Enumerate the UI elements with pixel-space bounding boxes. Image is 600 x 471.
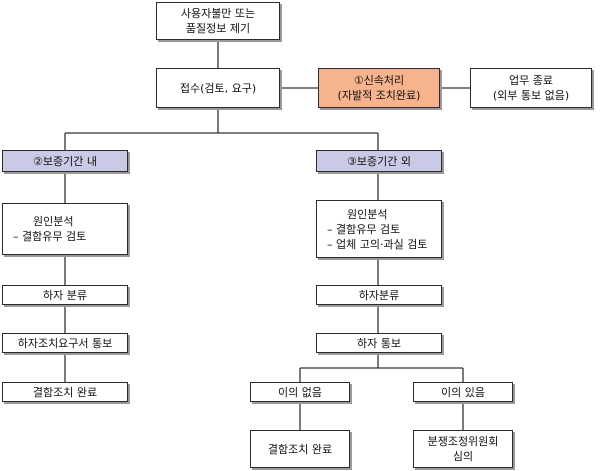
within-defect-classify-label: 하자 분류 bbox=[43, 288, 87, 302]
task-end-line1: 업무 종료 bbox=[509, 74, 553, 87]
objection-label: 이의 있음 bbox=[441, 385, 485, 399]
task-end-line2: (외부 통보 없음) bbox=[492, 89, 570, 102]
within-defect-notice-label: 하자조치요구서 통보 bbox=[17, 336, 113, 350]
outside-cause-analysis-item2: – 업체 고의·과실 검토 bbox=[327, 237, 428, 251]
outside-defect-notice-label: 하자 통보 bbox=[357, 336, 401, 350]
outside-cause-analysis-item1: – 결함유무 검토 bbox=[327, 222, 401, 236]
quick-processing-line1: ①신속처리 bbox=[353, 74, 405, 87]
dispute-committee-box: 분쟁조정위원회 심의 bbox=[413, 430, 513, 468]
outside-cause-analysis-box: 원인분석 – 결함유무 검토 – 업체 고의·과실 검토 bbox=[316, 200, 442, 258]
task-end-box: 업무 종료 (외부 통보 없음) bbox=[470, 68, 592, 108]
within-cause-analysis-box: 원인분석 – 결함유무 검토 bbox=[2, 203, 128, 255]
complaint-line1: 사용자불만 또는 bbox=[180, 7, 256, 20]
no-objection-label: 이의 없음 bbox=[278, 385, 322, 399]
complaint-box: 사용자불만 또는 품질정보 제기 bbox=[156, 2, 280, 40]
within-defect-classify-box: 하자 분류 bbox=[2, 285, 128, 305]
within-defect-notice-box: 하자조치요구서 통보 bbox=[2, 333, 128, 353]
outside-fix-complete-label: 결함조치 완료 bbox=[267, 442, 333, 456]
within-warranty-header: ②보증기간 내 bbox=[2, 150, 128, 172]
outside-warranty-header: ③보증기간 외 bbox=[316, 150, 442, 172]
quick-processing-line2: (자발적 조치완료) bbox=[337, 89, 421, 102]
outside-defect-classify-label: 하자분류 bbox=[358, 288, 400, 302]
quick-processing-box: ①신속처리 (자발적 조치완료) bbox=[318, 68, 440, 108]
complaint-line2: 품질정보 제기 bbox=[185, 22, 251, 35]
within-fix-complete-label: 결함조치 완료 bbox=[32, 385, 98, 399]
receipt-label: 접수(검토, 요구) bbox=[179, 81, 257, 95]
outside-warranty-label: ③보증기간 외 bbox=[347, 154, 411, 168]
outside-defect-classify-box: 하자분류 bbox=[316, 285, 442, 305]
dispute-committee-line2: 심의 bbox=[452, 450, 474, 463]
receipt-box: 접수(검토, 요구) bbox=[156, 68, 280, 108]
outside-fix-complete-box: 결함조치 완료 bbox=[250, 430, 350, 468]
within-cause-analysis-item: – 결함유무 검토 bbox=[13, 230, 87, 243]
no-objection-box: 이의 없음 bbox=[250, 382, 350, 402]
objection-box: 이의 있음 bbox=[413, 382, 513, 402]
outside-cause-analysis-title: 원인분석 bbox=[347, 207, 388, 221]
within-cause-analysis-title: 원인분석 bbox=[33, 215, 74, 228]
within-warranty-label: ②보증기간 내 bbox=[33, 154, 97, 168]
within-fix-complete-box: 결함조치 완료 bbox=[2, 382, 128, 402]
outside-defect-notice-box: 하자 통보 bbox=[316, 333, 442, 353]
dispute-committee-line1: 분쟁조정위원회 bbox=[427, 435, 499, 448]
